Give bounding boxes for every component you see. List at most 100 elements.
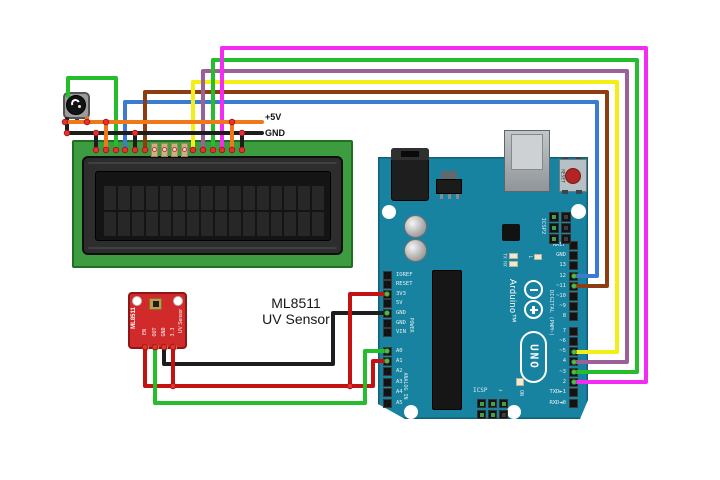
icsp2-pin-center [552,226,556,230]
pin-label-a1: A1 [396,357,403,364]
pin-7 [569,326,578,336]
lcd-cell [298,212,311,236]
pin-label-gnd: GND [396,309,406,316]
pin-label-~9: ~9 [559,303,566,310]
pin-8 [569,312,578,322]
reset-button-label: RESET [559,169,565,183]
pin-label-8: 8 [562,313,566,320]
icsp2-pin-center [564,237,568,241]
pin-5v [383,299,392,309]
lcd-cell [284,212,297,236]
lcd-cell [117,186,130,210]
icsp-pin-center [479,412,484,417]
pin-label-12: 12 [559,272,566,279]
sensor-caption: ML8511 UV Sensor [240,295,352,327]
pin-~9 [569,302,578,312]
icsp2-pin-center [564,215,568,219]
lcd-cell [104,186,116,210]
lcd-cell [312,212,324,236]
infinity-logo-minus [529,288,538,291]
power-jack-hole [401,151,419,157]
pin-a3 [383,377,392,387]
lcd-cell [131,212,144,236]
icsp-pin-center [479,401,484,406]
lcd-cell [270,186,283,210]
arduino-brand-text: Arduino™ [508,278,518,324]
icsp2-pin-center [552,215,556,219]
pin-label-a3: A3 [396,378,403,385]
pin-label-~6: ~6 [559,337,566,344]
pin-gnd [569,251,578,261]
pin-label-rxd◄0: RXD◄0 [549,399,566,406]
pin-label-3v3: 3V3 [396,290,406,297]
pin-label-7: 7 [562,327,566,334]
pin-label-2: 2 [562,379,566,385]
uv-sensor-pin-hole [169,343,177,351]
pin-vin [383,328,392,338]
lcd-cell [298,186,311,210]
sensor-caption-line1: ML8511 [271,295,321,311]
mounting-hole [507,405,521,419]
pin-a2 [383,367,392,377]
uv-sensor-pin-hole [151,343,159,351]
lcd-cell [145,186,158,210]
lcd-bezel-groove-top [88,162,337,164]
uv-sensor-pin-label-out: OUT [152,327,158,337]
pin-~3 [569,367,578,377]
reset-button-tab [562,190,568,194]
rail-label-gnd: GND [265,128,285,138]
connection-dot [238,129,246,137]
lcd-cell [270,212,283,236]
pin-~5 [569,347,578,357]
connection-dot [346,382,354,390]
connection-dot [102,118,110,126]
icsp-arrow: ← [499,387,503,394]
tx-label: TX [501,253,507,259]
on-led [516,378,524,386]
uv-sensor-board-label: ML8511 [131,307,137,329]
reset-button-cap[interactable] [565,168,581,184]
icsp-pin-center [490,412,495,417]
pin-txd►1 [569,388,578,398]
pin-13 [569,261,578,271]
lcd-cell [312,186,324,210]
sensor-caption-line2: UV Sensor [262,310,330,327]
lcd-cell [117,212,130,236]
connection-dot [169,382,177,390]
infinity-logo-plus-v [532,305,535,314]
pin-a5 [383,398,392,408]
lcd-bezel-groove-bottom [88,247,337,249]
lcd-pad-hole [181,147,187,152]
capacitor [404,239,427,262]
mounting-hole [571,204,586,219]
wire-gnd-rail [65,117,264,135]
uv-sensor-pin-label-gnd: GND [161,327,167,337]
pin-label-ioref: IOREF [396,271,413,278]
on-label: ON [518,389,524,397]
pin-label-a0: A0 [396,347,403,354]
voltage-regulator-leg [440,194,443,199]
voltage-regulator [436,179,462,194]
lcd-cell [145,212,158,236]
pin-4 [569,357,578,367]
pin-label-~3: ~3 [559,368,566,375]
pin-gnd [383,308,392,318]
tx-led [509,253,518,259]
connection-dot [131,129,139,137]
pin-label-vin: VIN [396,329,406,336]
pin-label-~11: ~11 [556,282,566,289]
pin-label-gnd: GND [556,252,566,259]
usb-connector-inner [511,134,543,170]
lcd-cell [242,212,255,236]
icsp2-label: ICSP2 [540,217,546,235]
pin-label-reset: RESET [396,281,413,288]
voltage-regulator-leg [448,194,451,199]
potentiometer-knob-dot [78,105,81,108]
uv-sensor-pin-label-en: EN [142,328,148,336]
pin-label-~10: ~10 [556,292,566,299]
wire-sensor-en-to-a1 [143,345,389,388]
voltage-regulator-tab [441,171,457,179]
uv-sensor-pin-label-3.3: 3.3 [170,327,176,337]
pin-ioref [383,270,392,280]
uv-sensor-side-label: UV Sensor [178,308,184,334]
